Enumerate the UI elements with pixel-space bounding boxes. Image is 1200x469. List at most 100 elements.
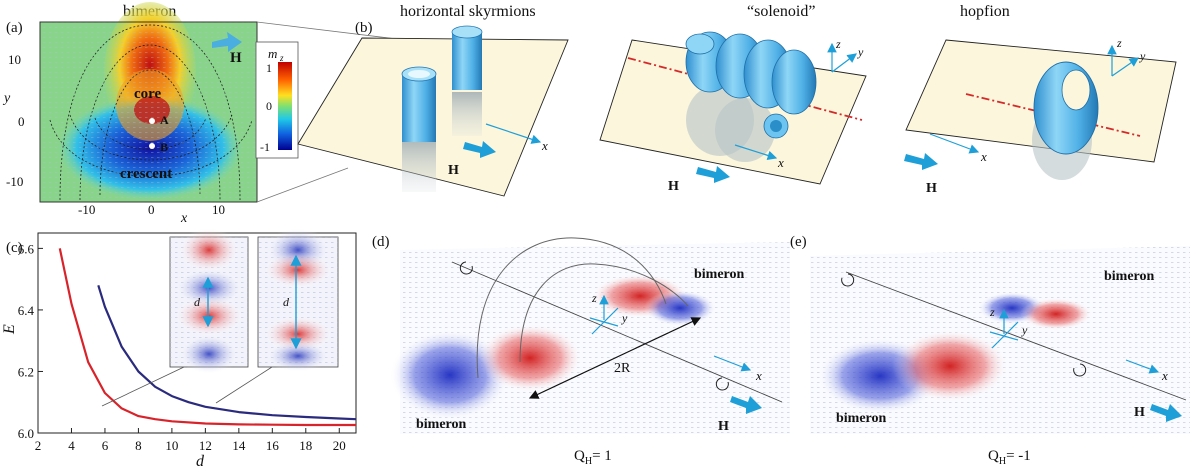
field-arrow-e	[1150, 404, 1182, 422]
axis-z-label-3: z	[1116, 36, 1122, 50]
caption-sub-d: H	[585, 456, 592, 467]
inset-1: d	[169, 228, 249, 374]
axis-x-label-e: x	[1161, 368, 1168, 383]
zoom-line-bottom	[256, 167, 349, 203]
y-tick-label: 6.0	[18, 426, 34, 441]
inset-1-connector	[101, 366, 185, 407]
title-horizontal-skyrmions: horizontal skyrmions	[400, 3, 536, 20]
x-tick-label: 20	[333, 438, 346, 453]
y-axis-label-a: y	[2, 91, 11, 106]
y-tick-10: 10	[8, 52, 21, 67]
axis-z-label-e: z	[989, 305, 995, 319]
field-label-e: H	[1134, 405, 1145, 420]
y-tick-0: 0	[18, 114, 25, 129]
bimeron-red-lobe-3	[892, 330, 1008, 402]
field-label-a: H	[230, 50, 242, 66]
axis-y-label-3: y	[1139, 49, 1146, 63]
panel-label-a: (a)	[6, 20, 23, 36]
chart-y-axis-label: E	[1, 324, 18, 335]
panel-e: (e) bimeron bimeron z y x H QH= -1	[790, 234, 1190, 467]
field-label-b2: H	[668, 179, 679, 194]
link-arc-inner	[519, 263, 689, 363]
series-line-1	[58, 248, 356, 427]
skyrmion-reflection-2	[402, 140, 436, 192]
rotation-icon-d2	[715, 377, 729, 391]
point-b-label: B	[160, 140, 168, 154]
rotation-icon-e2	[1073, 363, 1087, 377]
panel-label-d: (d)	[372, 234, 390, 250]
hopfion-hole	[1061, 69, 1091, 111]
core-label: core	[134, 86, 162, 102]
bimeron-label-e-top: bimeron	[1104, 269, 1155, 284]
axis-y-label-d: y	[621, 311, 628, 325]
title-solenoid: “solenoid”	[747, 3, 815, 20]
x-tick-label: 18	[299, 438, 312, 453]
skyrmion-tube-2	[402, 74, 436, 142]
inset-1-label: d	[194, 295, 201, 309]
axis-x-label-d: x	[755, 368, 762, 383]
colorbar-tick-minus1: -1	[260, 140, 270, 154]
field-arrow-a	[212, 32, 242, 52]
y-tick-minus10: -10	[6, 174, 23, 189]
axis-z-label-2: z	[835, 37, 841, 51]
point-a-label: A	[160, 113, 169, 127]
inset-2-label: d	[283, 295, 290, 309]
bimeron-red-lobe-1	[478, 324, 582, 392]
axis-x-label-3: x	[980, 149, 987, 164]
axis-x-label-1: x	[541, 138, 548, 153]
field-arrow-b3	[904, 153, 938, 170]
title-hopfion: hopfion	[960, 3, 1010, 20]
y-tick-label: 6.2	[18, 364, 34, 379]
bimeron-label-d-top: bimeron	[694, 267, 745, 282]
skyrmion-tube-1	[452, 32, 482, 90]
x-tick-label: 6	[102, 438, 109, 453]
axis-y-label-2: y	[857, 45, 864, 59]
svg-text:QH= 1: QH= 1	[574, 448, 612, 467]
link-arc-outer	[476, 237, 667, 379]
x-tick-minus10: -10	[78, 202, 95, 217]
skyrmion-reflection-1	[452, 92, 482, 136]
panel-b: (b) horizontal skyrmions “solenoid” hopf…	[297, 3, 1177, 197]
inset-2: d	[257, 228, 339, 372]
chart-x-axis-label: d	[196, 453, 205, 469]
bimeron-label-e-bottom: bimeron	[836, 411, 887, 426]
caption-value-d: = 1	[592, 448, 612, 464]
field-label-d: H	[718, 419, 729, 434]
bimeron-blue-lobe-2	[644, 290, 716, 326]
solenoid-tube	[685, 31, 817, 162]
x-tick-10: 10	[212, 202, 225, 217]
panel-label-b: (b)	[355, 20, 373, 36]
crescent-label: crescent	[120, 166, 172, 182]
inset-2-connector	[215, 366, 273, 404]
x-tick-label: 2	[35, 438, 42, 453]
panel-label-e: (e)	[790, 234, 807, 250]
colorbar-tick-1: 1	[266, 61, 272, 75]
point-b-marker	[149, 143, 155, 149]
x-tick-label: 14	[232, 438, 246, 453]
field-arrow-b1	[463, 141, 496, 158]
field-arrow-d	[730, 396, 762, 414]
caption-value-e: = -1	[1006, 448, 1031, 464]
distance-label: 2R	[614, 361, 631, 376]
x-tick-0: 0	[148, 202, 155, 217]
bimeron-label-d-bottom: bimeron	[416, 417, 467, 432]
distance-arrow	[528, 317, 702, 399]
axis-line-e	[845, 271, 1187, 401]
series-line-2	[97, 284, 357, 421]
x-tick-label: 16	[266, 438, 280, 453]
x-tick-label: 8	[135, 438, 142, 453]
panel-label-c: (c)	[6, 240, 23, 256]
rotation-icon-e1	[841, 273, 855, 287]
y-tick-label: 6.4	[18, 303, 35, 318]
rotation-icon-d1	[459, 261, 473, 275]
colorbar-tick-0: 0	[266, 99, 272, 113]
x-axis-label-a: x	[180, 211, 188, 226]
axis-y-label-e: y	[1021, 323, 1028, 337]
field-arrow-b2	[696, 166, 730, 183]
x-tick-label: 4	[68, 438, 75, 453]
axis-x-label-2: x	[777, 155, 784, 170]
x-tick-label: 12	[199, 438, 212, 453]
chart-series	[58, 248, 357, 427]
